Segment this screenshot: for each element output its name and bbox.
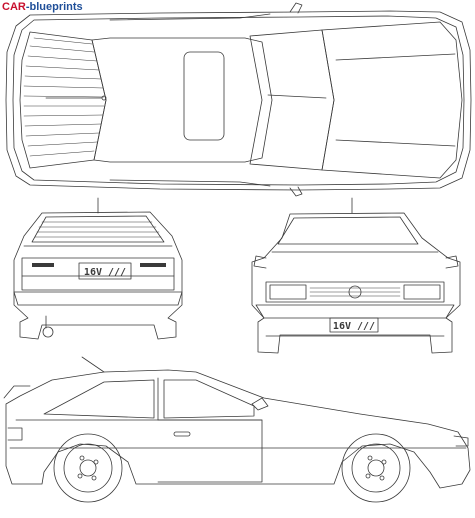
front-lug (379, 475, 385, 481)
side-antenna (81, 356, 105, 373)
vw-emblem (348, 285, 362, 299)
sunroof (183, 51, 225, 141)
side-front-light (453, 435, 469, 447)
rear-view: 16V /// (13, 197, 183, 340)
front-grille (265, 281, 445, 303)
front-body-outline (251, 212, 461, 354)
windshield-wiper (267, 94, 327, 99)
top-view (5, 2, 472, 197)
hood-crease-top (335, 53, 456, 61)
tow-ball (42, 326, 54, 338)
front-lug (367, 455, 373, 461)
rear-plate-frame (78, 262, 132, 280)
top-side-window-line-2 (109, 179, 271, 187)
front-plate-frame (329, 317, 379, 333)
door-handle (173, 431, 191, 437)
front-rim (351, 443, 401, 493)
grille-slats (309, 287, 401, 297)
side-view (3, 356, 471, 489)
rear-lug (91, 475, 97, 481)
rear-lug (77, 473, 83, 479)
top-body-outline (5, 10, 472, 191)
front-tyre (341, 433, 411, 503)
rear-wiper-pivot (101, 95, 107, 101)
top-side-window-line (109, 13, 271, 21)
rear-body-outline (13, 211, 183, 340)
top-mirror-2 (289, 186, 303, 197)
door-outline (157, 419, 263, 483)
front-view: 16V /// (251, 197, 461, 354)
roof-panel (91, 37, 273, 163)
side-rear-light (7, 427, 23, 441)
rear-window-defroster-lines (23, 37, 105, 157)
front-hub (367, 459, 385, 477)
side-mirror (251, 397, 269, 411)
front-mirror-right (445, 255, 459, 269)
front-lug (381, 459, 387, 465)
car-blueprints-logo: CAR-blueprints (2, 1, 83, 13)
rear-light-bar (21, 257, 175, 291)
rear-rim (63, 443, 113, 493)
rear-tyre (53, 433, 123, 503)
front-mirror-left (253, 255, 267, 269)
side-spoiler (3, 385, 31, 399)
side-body-outline (5, 369, 471, 489)
rear-glass-lines (34, 221, 162, 238)
front-plate-text: 16V /// (333, 321, 375, 332)
hood (321, 21, 463, 179)
rear-window (19, 31, 107, 169)
rear-window-glass (31, 215, 165, 243)
top-mirror (289, 2, 303, 14)
side-window-front (163, 379, 255, 419)
logo-blueprints-text: -blueprints (25, 1, 83, 13)
side-window-rear (43, 379, 155, 419)
front-bumper (255, 304, 455, 319)
rear-badge-right (140, 263, 166, 267)
rear-wheel (53, 433, 123, 503)
windshield (249, 29, 335, 171)
front-lug (365, 473, 371, 479)
rear-bumper (13, 291, 183, 306)
windshield-front (277, 216, 419, 245)
hood-crease-bottom (335, 139, 456, 147)
front-headlight-right (403, 284, 441, 300)
top-body-inner (12, 15, 465, 186)
rear-lug (93, 459, 99, 465)
rear-hub (79, 459, 97, 477)
logo-car-text: CAR (2, 1, 26, 13)
rear-lug (79, 455, 85, 461)
rear-plate-text: 16V /// (84, 267, 126, 278)
front-headlight-left (269, 284, 307, 300)
rear-badge-left (32, 263, 54, 267)
front-wheel (341, 433, 411, 503)
